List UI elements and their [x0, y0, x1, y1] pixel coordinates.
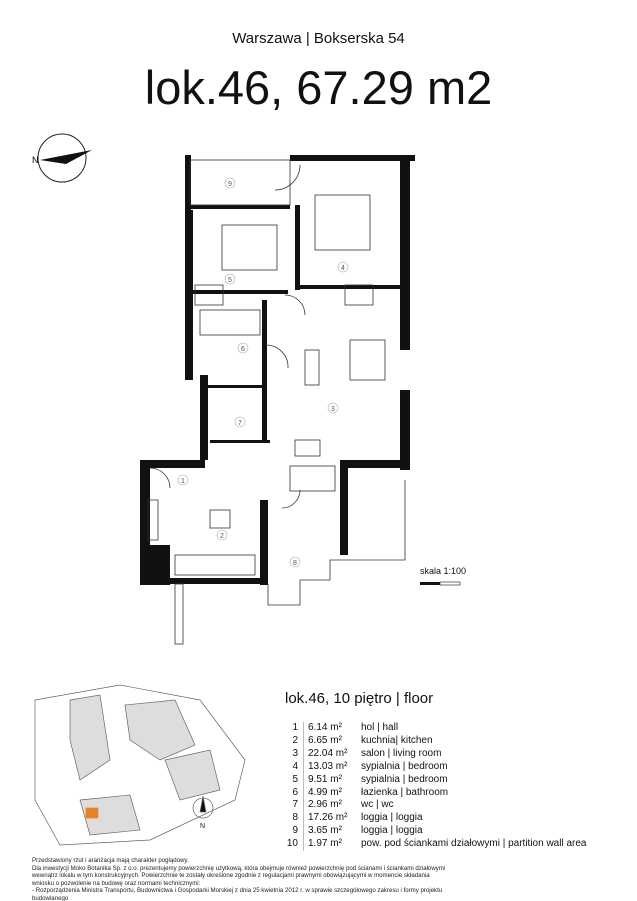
room-no: 5 — [285, 773, 304, 787]
room-area: 6.14 m² — [308, 722, 342, 733]
room-no: 7 — [285, 799, 304, 813]
compass-icon: N — [32, 133, 92, 183]
room-desc: pow. pod ściankami działowymi | partitio… — [361, 838, 587, 850]
room-number: 7 — [238, 420, 242, 427]
room-no: 8 — [285, 812, 304, 826]
room-area: 9.51 m² — [308, 773, 342, 785]
room-area: 4.99 m² — [308, 786, 342, 798]
room-desc: sypialnia | bedroom — [361, 760, 448, 772]
table-row: 10 1.97 m² pow. pod ściankami działowymi |… — [285, 838, 587, 852]
site-map-north-label: N — [200, 823, 205, 830]
compass-north-label: N — [32, 155, 39, 165]
room-desc: hol | hall — [361, 722, 399, 733]
room-no: 1 — [285, 722, 304, 735]
room-number: 9 — [228, 181, 232, 188]
table-row: 5 9.51 m² sypialnia | bedroom — [285, 773, 586, 787]
table-row: 8 17.26 m² loggia | loggia — [285, 812, 586, 826]
table-row: 4 13.03 m² sypialnia | bedroom — [285, 760, 586, 774]
room-area: 22.04 m² — [308, 747, 348, 759]
walls — [140, 155, 415, 585]
scale-bar — [420, 581, 461, 586]
room-desc: sypialnia | bedroom — [361, 773, 448, 785]
room-number: 4 — [341, 265, 345, 272]
room-no: 9 — [285, 825, 304, 839]
room-table-title: lok.46, 10 piętro | floor — [285, 690, 434, 707]
room-no: 10 — [285, 838, 304, 852]
room-number: 1 — [181, 478, 185, 485]
disclaimer-line: - Rozporządzenia Ministra Transportu, Bu… — [32, 887, 443, 901]
room-area: 6.65 m² — [308, 734, 342, 746]
room-number: 2 — [220, 533, 224, 540]
disclaimer: Przedstawiony rzut i aranżacja mają char… — [32, 857, 452, 901]
room-desc: łazienka | bathroom — [361, 786, 449, 798]
room-area: 3.65 m² — [308, 825, 342, 837]
table-row: 9 3.65 m² loggia | loggia — [285, 825, 586, 839]
table-row: 2 6.65 m² kuchnia| kitchen — [285, 734, 586, 748]
room-desc: loggia | loggia — [361, 825, 423, 837]
room-no: 4 — [285, 760, 304, 774]
page-title: lok.46, 67.29 m2 — [144, 61, 493, 114]
site-map: N — [34, 684, 246, 846]
disclaimer-line: Dla inwestycji Moko Botanika Sp. z o.o. … — [32, 864, 446, 887]
room-no: 2 — [285, 734, 304, 748]
room-number: 8 — [293, 560, 297, 567]
room-area: 2.96 m² — [308, 799, 342, 811]
room-area: 17.26 m² — [308, 812, 348, 824]
room-number-labels: 1 2 3 4 5 6 7 8 9 — [177, 177, 349, 568]
room-desc: loggia | loggia — [361, 812, 423, 824]
scale-label: skala 1:100 — [420, 566, 467, 576]
disclaimer-line: Przedstawiony rzut i aranżacja mają char… — [32, 857, 189, 864]
room-area: 1.97 m² — [308, 838, 342, 850]
table-row: 7 2.96 m² wc | wc — [285, 799, 586, 813]
table-row: 6 4.99 m² łazienka | bathroom — [285, 786, 586, 800]
room-desc: wc | wc — [361, 799, 394, 811]
room-area: 13.03 m² — [308, 760, 348, 772]
room-number: 6 — [241, 346, 245, 353]
room-no: 6 — [285, 786, 304, 800]
room-desc: kuchnia| kitchen — [361, 734, 433, 746]
room-number: 5 — [228, 277, 232, 284]
apartment-location-marker — [85, 807, 99, 819]
table-row: 1 6.14 m² hol | hall — [285, 722, 586, 735]
room-table: 1 6.14 m² hol | hall 2 6.65 m² kuchnia| kitc… — [285, 722, 587, 852]
room-no: 3 — [285, 747, 304, 761]
room-number: 3 — [331, 406, 335, 413]
table-row: 3 22.04 m² salon | living room — [285, 747, 586, 761]
room-desc: salon | living room — [361, 747, 442, 759]
location-heading: Warszawa | Bokserska 54 — [232, 30, 405, 47]
